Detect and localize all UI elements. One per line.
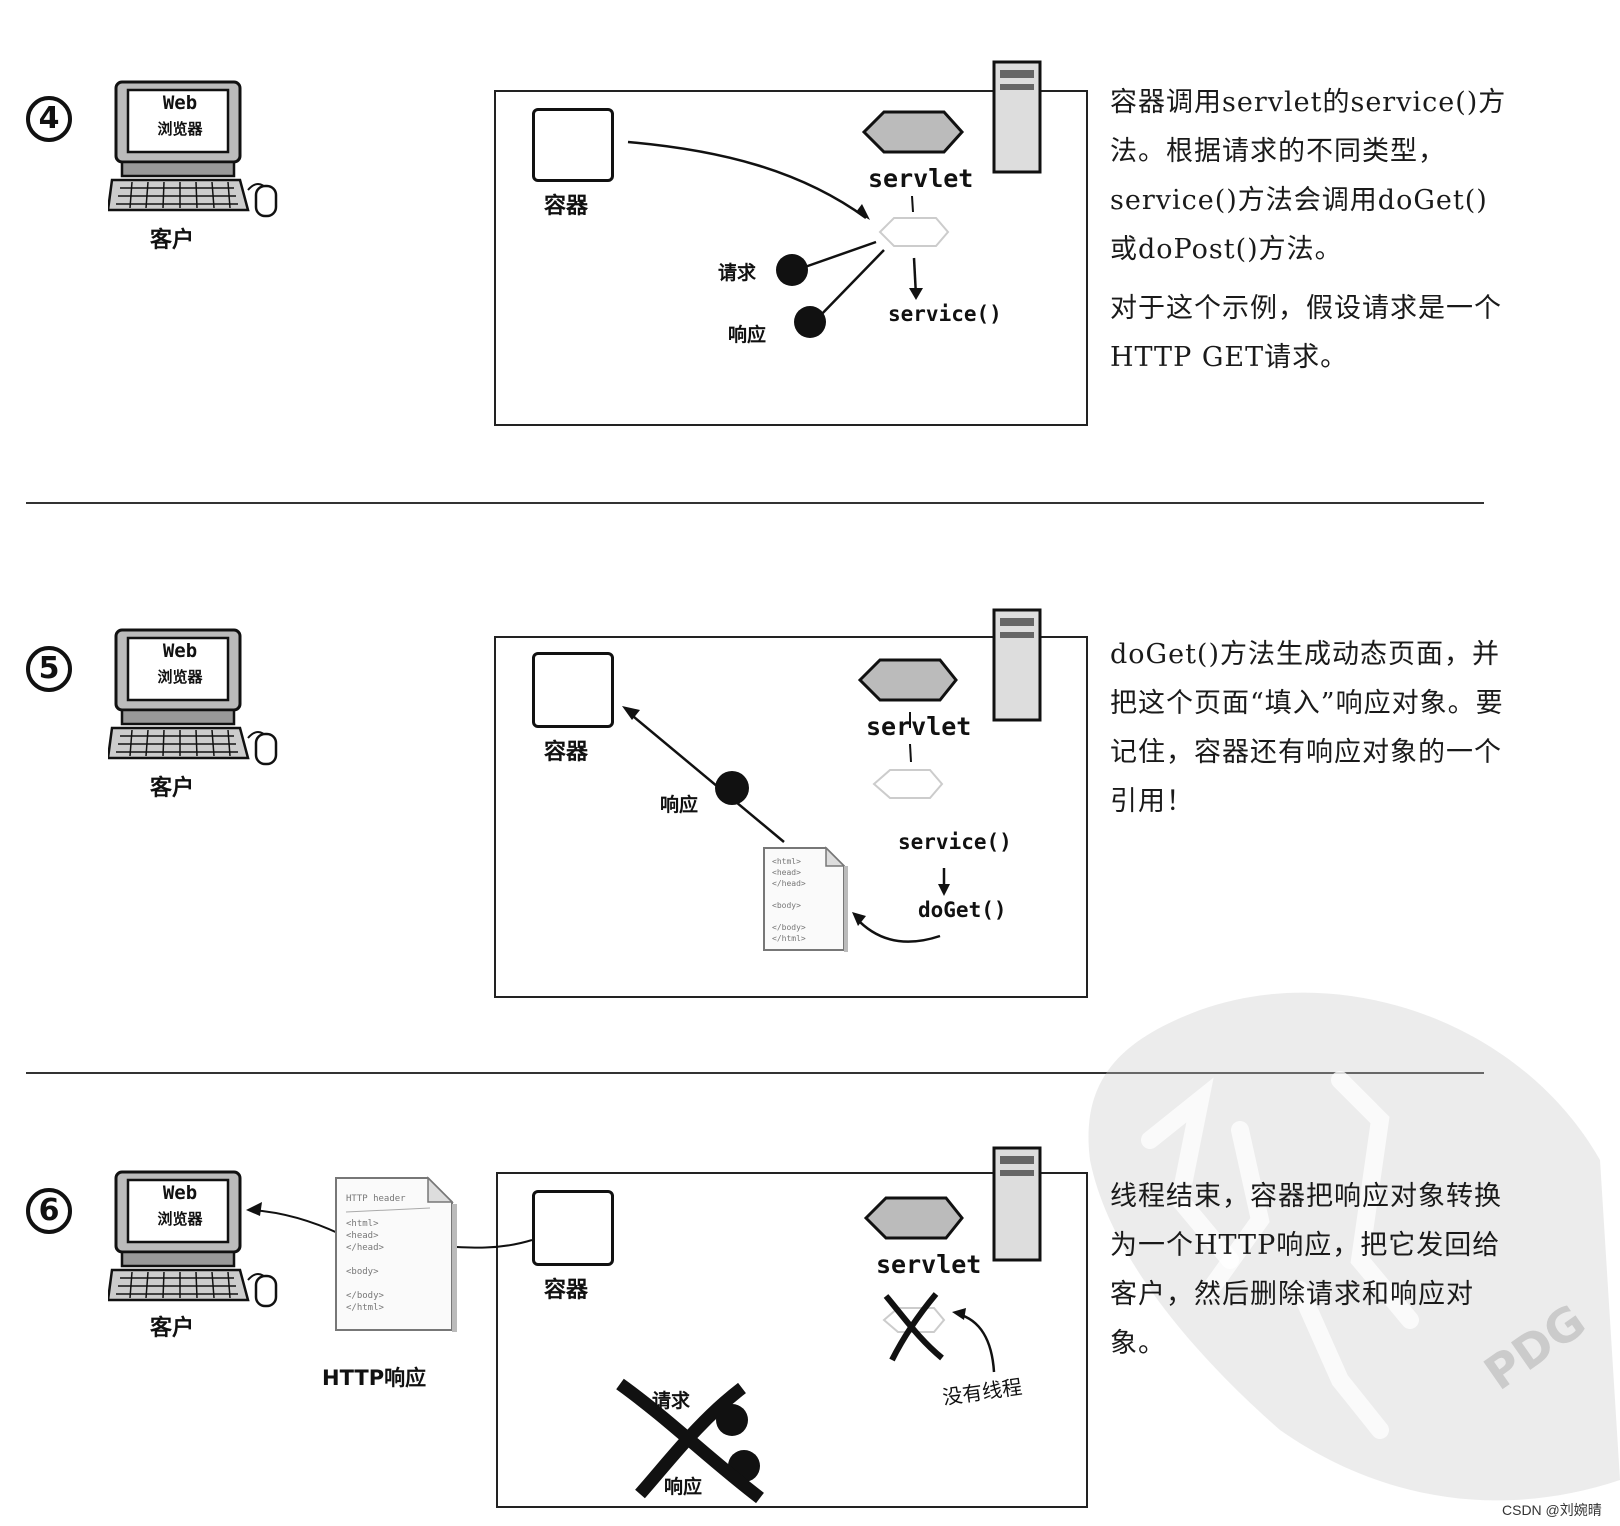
description-paragraph: 容器调用servlet的service()方法。根据请求的不同类型，servic… bbox=[1110, 87, 1507, 265]
client-computer bbox=[106, 1168, 288, 1338]
response-object-icon bbox=[794, 306, 826, 338]
description-paragraph: 线程结束，容器把响应对象转换为一个HTTP响应，把它发回给客户，然后删除请求和响… bbox=[1110, 1181, 1502, 1359]
step-4-description: 容器调用servlet的service()方法。根据请求的不同类型，servic… bbox=[1110, 78, 1510, 392]
servlet-hexagon-icon bbox=[863, 1196, 964, 1240]
container-icon bbox=[532, 652, 614, 728]
browser-label: 浏览器 bbox=[157, 668, 203, 686]
watermark-seal bbox=[1088, 992, 1620, 1501]
browser-label-web: Web bbox=[162, 1182, 198, 1204]
container-label: 容器 bbox=[544, 194, 589, 219]
container-icon bbox=[532, 108, 614, 182]
computer-icon bbox=[106, 80, 278, 218]
client-label: 客户 bbox=[150, 1316, 195, 1341]
computer-icon bbox=[106, 1170, 278, 1308]
document-markup: <html> <head> </head> <body> </body> </h… bbox=[772, 857, 806, 943]
container-label: 容器 bbox=[544, 1278, 589, 1303]
server-icon bbox=[992, 60, 1042, 174]
http-header-text: HTTP header bbox=[346, 1194, 406, 1204]
description-paragraph: doGet()方法生成动态页面，并把这个页面“填入”响应对象。要记住，容器还有响… bbox=[1110, 639, 1504, 817]
method-label-service: service() bbox=[898, 830, 1012, 854]
servlet-hexagon-icon bbox=[861, 110, 965, 154]
response-object-icon bbox=[715, 771, 749, 805]
method-label: service() bbox=[888, 302, 1002, 326]
step-4-diagram bbox=[627, 60, 1042, 338]
response-label: 响应 bbox=[664, 1476, 703, 1498]
client-label: 客户 bbox=[150, 228, 195, 253]
servlet-label: servlet bbox=[876, 1250, 982, 1279]
client-computer bbox=[106, 78, 288, 248]
request-object-icon bbox=[776, 254, 808, 286]
thread-hexagon-icon bbox=[872, 769, 944, 799]
objects-deleted-x-icon bbox=[616, 1378, 764, 1504]
request-label: 请求 bbox=[718, 262, 757, 284]
description-paragraph: 对于这个示例，假设请求是一个HTTP GET请求。 bbox=[1110, 293, 1502, 373]
server-icon bbox=[992, 1146, 1042, 1262]
computer-icon bbox=[106, 628, 278, 766]
step-6-number: 6 bbox=[26, 1188, 72, 1234]
step-5-description: doGet()方法生成动态页面，并把这个页面“填入”响应对象。要记住，容器还有响… bbox=[1110, 630, 1510, 836]
browser-label-web: Web bbox=[162, 92, 198, 114]
step-4-number: 4 bbox=[26, 96, 72, 142]
container-icon bbox=[532, 1190, 614, 1266]
step-5-diagram bbox=[622, 608, 1042, 952]
divider bbox=[26, 1072, 1484, 1074]
step-5-number: 5 bbox=[26, 646, 72, 692]
server-icon bbox=[992, 608, 1042, 722]
servlet-hexagon-icon bbox=[857, 658, 958, 702]
document-markup: <html> <head> </head> <body> </body> </h… bbox=[346, 1219, 384, 1313]
response-label: 响应 bbox=[660, 794, 699, 816]
servlet-label: servlet bbox=[866, 712, 972, 741]
thread-removed-x-icon bbox=[882, 1292, 946, 1362]
http-response-label: HTTP响应 bbox=[322, 1366, 427, 1390]
step-6-description: 线程结束，容器把响应对象转换为一个HTTP响应，把它发回给客户，然后删除请求和响… bbox=[1110, 1172, 1510, 1378]
request-label: 请求 bbox=[652, 1390, 691, 1412]
client-computer bbox=[106, 626, 288, 796]
response-label: 响应 bbox=[728, 324, 767, 346]
divider bbox=[26, 502, 1484, 504]
credit-text: CSDN @刘婉晴 bbox=[1502, 1502, 1602, 1518]
browser-label: 浏览器 bbox=[157, 120, 203, 138]
thread-hexagon-icon bbox=[878, 217, 950, 247]
client-label: 客户 bbox=[150, 776, 195, 801]
servlet-label: servlet bbox=[868, 164, 974, 193]
browser-label-web: Web bbox=[162, 640, 198, 662]
container-label: 容器 bbox=[544, 740, 589, 765]
browser-label: 浏览器 bbox=[157, 1210, 203, 1228]
html-document-icon bbox=[763, 846, 848, 952]
http-response-document-icon bbox=[335, 1176, 457, 1332]
method-label-doget: doGet() bbox=[918, 898, 1007, 922]
